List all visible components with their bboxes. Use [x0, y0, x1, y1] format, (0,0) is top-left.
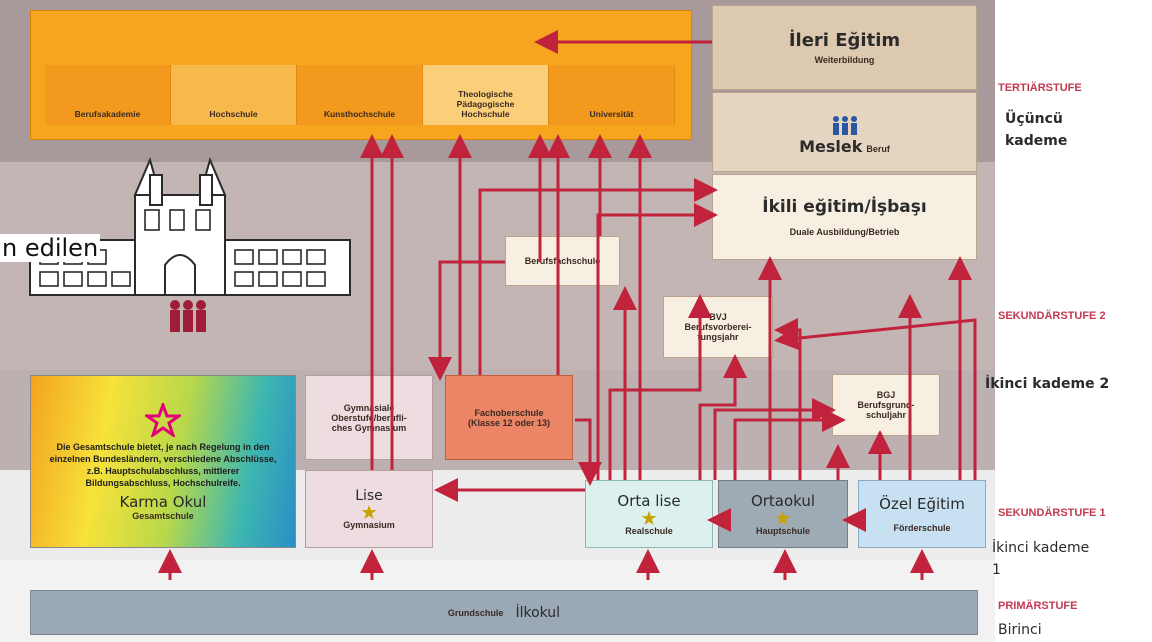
grundschule-de: Grundschule [447, 607, 504, 618]
meslek-de: Beruf [866, 143, 890, 154]
gesamtschule-de: Gesamtschule [132, 510, 194, 521]
orta-lise-de: Realschule [625, 526, 673, 536]
bvj-box: BVJ Berufsvorberei- tungsjahr [663, 296, 773, 358]
meslek-tr: Meslek [799, 136, 863, 156]
ortaokul-star-icon [775, 510, 791, 526]
meslek-box: Meslek Beruf [712, 92, 977, 172]
fachoberschule-box: Fachoberschule (Klasse 12 oder 13) [445, 375, 573, 460]
flow-arrow [713, 398, 836, 480]
level-primar-tr: Birinci [998, 622, 1042, 638]
ozel-egitim-tr: Özel Eğitim [879, 495, 965, 513]
lise-box: Lise Gymnasium [305, 470, 433, 548]
institution-box: Berufsakademie [45, 65, 171, 125]
gesamtschule-description: Die Gesamtschule bietet, je nach Regelun… [49, 441, 277, 488]
flow-arrow [428, 260, 505, 381]
ortaokul-tr: Ortaokul [750, 492, 816, 510]
level-sek2-tr: İkinci kademe 2 [985, 376, 1110, 392]
flow-arrow [774, 318, 802, 480]
level-tertiar-tr: Üçüncü kademe [1005, 111, 1068, 149]
people-icon [832, 115, 857, 135]
flow-arrow [596, 203, 718, 480]
lise-star-icon [361, 504, 377, 520]
level-sek1-tr: İkinci kademe 1 [992, 540, 1090, 578]
ortaokul-de: Hauptschule [755, 526, 810, 536]
star-icon [145, 402, 181, 437]
flow-arrow [774, 318, 977, 480]
school-building-illustration [29, 157, 351, 332]
grundschule-bar: Grundschule İlkokul [30, 590, 978, 635]
ileri-egitim-de: Weiterbildung [814, 55, 875, 65]
institution-box: Theologische Pädagogische Hochschule [423, 65, 549, 125]
ozel-egitim-box: Özel Eğitim Förderschule [858, 480, 986, 548]
ozel-egitim-de: Förderschule [893, 523, 951, 533]
lise-de: Gymnasium [343, 520, 395, 530]
berufsfachschule-box: Berufsfachschule [505, 236, 620, 286]
flow-arrow [478, 178, 718, 375]
flow-arrow [608, 294, 712, 480]
flow-arrow [733, 408, 846, 480]
orta-lise-tr: Orta lise [617, 492, 681, 510]
level-tertiar-label: TERTIÄRSTUFE [998, 82, 1082, 94]
orta-lise-star-icon [641, 510, 657, 526]
ikili-egitim-de: Duale Ausbildung/Betrieb [789, 227, 900, 237]
level-primar-label: PRIMÄRSTUFE [998, 600, 1078, 612]
gesamtschule-tr: Karma Okul [119, 492, 207, 511]
institution-box: Kunsthochschule [297, 65, 423, 125]
ileri-egitim-tr: İleri Eğitim [788, 30, 901, 51]
meslek-label-row: Meslek Beruf [799, 137, 890, 156]
gesamtschule-box: Die Gesamtschule bietet, je nach Regelun… [30, 375, 296, 548]
orta-lise-box: Orta lise Realschule [585, 480, 713, 548]
level-sek1-label: SEKUNDÄRSTUFE 1 [998, 507, 1106, 519]
ikili-egitim-tr: İkili eğitim/İşbaşı [762, 197, 927, 217]
ileri-egitim-box: İleri Eğitim Weiterbildung [712, 5, 977, 90]
grundschule-tr: İlkokul [515, 604, 561, 621]
flow-arrow [575, 418, 602, 486]
ikili-egitim-box: İkili eğitim/İşbaşı Duale Ausbildung/Bet… [712, 174, 977, 260]
institution-box: Hochschule [171, 65, 297, 125]
partial-caption: n edilen [0, 234, 101, 262]
flow-arrow [698, 354, 747, 480]
level-sek2-label: SEKUNDÄRSTUFE 2 [998, 310, 1106, 322]
bgj-box: BGJ Berufsgrund- schuljahr [832, 374, 940, 436]
ortaokul-box: Ortaokul Hauptschule [718, 480, 848, 548]
lise-tr: Lise [355, 488, 383, 504]
institution-box: Universität [549, 65, 675, 125]
gymnasiale-oberstufe-box: Gymnasiale Oberstufe/berufli- ches Gymna… [305, 375, 433, 460]
